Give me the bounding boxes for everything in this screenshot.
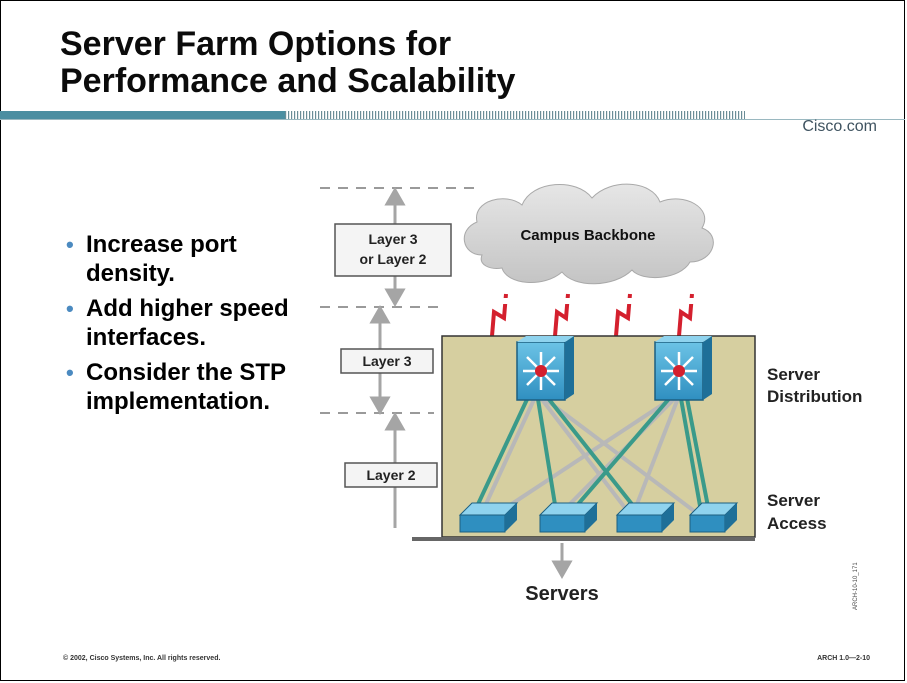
cloud-label: Campus Backbone: [520, 227, 655, 244]
campus-backbone-cloud: Campus Backbone: [463, 183, 714, 285]
bullet-list: • Increase port density. • Add higher sp…: [66, 230, 311, 422]
red-uplinks: [490, 293, 694, 337]
access-switch-icon: [458, 502, 519, 533]
bullet-item: • Increase port density.: [66, 230, 311, 288]
access-switch-icon: [538, 502, 599, 533]
bullet-text: Consider the STP implementation.: [86, 359, 286, 415]
layer-label-2: Layer 3: [362, 353, 411, 369]
bullet-item: • Add higher speed interfaces.: [66, 294, 311, 352]
bullet-text: Add higher speed interfaces.: [86, 295, 289, 351]
server-distribution-label-line1: Server: [767, 365, 820, 384]
servers-arrow: [551, 543, 573, 580]
layer-label-1-line2: or Layer 2: [360, 251, 427, 267]
panel-base: [412, 537, 755, 541]
server-access-label-line1: Server: [767, 491, 820, 510]
layer-label-box-2: Layer 3: [340, 348, 434, 374]
distribution-switch-icon: [516, 336, 574, 401]
title-line-1: Server Farm Options for: [60, 25, 452, 63]
cisco-com-label: Cisco.com: [802, 118, 877, 135]
header-bar: [0, 111, 905, 131]
cloud-gap: [442, 298, 732, 304]
network-diagram: Layer 3 or Layer 2 Layer 3 Layer 2 Campu…: [312, 170, 877, 620]
bullet-dot-icon: •: [66, 360, 74, 385]
servers-label: Servers: [525, 583, 598, 605]
slide-number-footer: ARCH 1.0—2-10: [817, 655, 870, 662]
layer-label-1-line1: Layer 3: [368, 231, 417, 247]
server-distribution-label-line2: Distribution: [767, 387, 862, 406]
green-links: [470, 391, 712, 519]
server-access-label-line2: Access: [767, 514, 827, 533]
layer-label-box-1: Layer 3 or Layer 2: [334, 223, 452, 277]
distribution-switch-icon: [654, 336, 712, 401]
page-title: Server Farm Options for Performance and …: [60, 26, 515, 100]
bullet-item: • Consider the STP implementation.: [66, 358, 311, 416]
layer-label-3: Layer 2: [366, 467, 415, 483]
layer-label-box-3: Layer 2: [344, 462, 438, 488]
access-switch-icon: [615, 502, 676, 533]
copyright-footer: © 2002, Cisco Systems, Inc. All rights r…: [63, 655, 221, 662]
title-line-2: Performance and Scalability: [60, 62, 516, 100]
bullet-dot-icon: •: [66, 296, 74, 321]
figure-code: ARCH-10-10_171: [853, 562, 859, 610]
bullet-text: Increase port density.: [86, 231, 237, 287]
bullet-dot-icon: •: [66, 232, 74, 257]
access-switch-icon: [688, 502, 739, 533]
